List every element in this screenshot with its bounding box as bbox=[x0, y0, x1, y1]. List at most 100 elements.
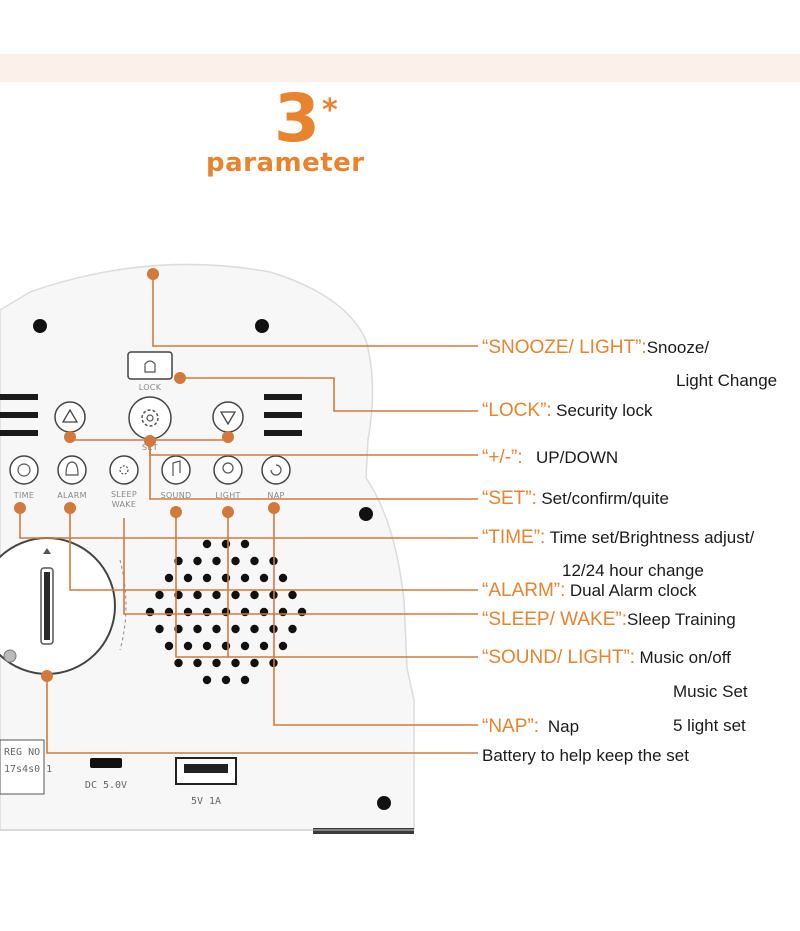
lock-switch: LOCK bbox=[127, 351, 173, 392]
grille-hole bbox=[164, 607, 174, 617]
grille-hole bbox=[174, 658, 183, 668]
sound-button: SOUND bbox=[161, 455, 192, 500]
alarm-label: ALARM bbox=[57, 491, 87, 500]
grille-hole bbox=[288, 624, 297, 634]
grille-hole bbox=[250, 556, 259, 566]
callout-alarm: “ALARM”: Dual Alarm clock bbox=[482, 580, 696, 603]
grille-hole bbox=[288, 590, 297, 600]
time-button: TIME bbox=[9, 455, 39, 500]
grille-hole bbox=[183, 641, 193, 651]
battery-dial bbox=[0, 537, 127, 675]
callout-value: Dual Alarm clock bbox=[569, 581, 697, 600]
grille-hole bbox=[202, 539, 212, 549]
grille-hole bbox=[202, 675, 212, 685]
grille-hole bbox=[240, 641, 250, 651]
grille-hole bbox=[240, 539, 250, 549]
grille-hole bbox=[278, 607, 288, 617]
callout-key: “SNOOZE/ LIGHT”: bbox=[482, 337, 647, 358]
nap-label: NAP bbox=[267, 491, 284, 500]
callout-sleep-wake: “SLEEP/ WAKE”:Sleep Training bbox=[482, 609, 736, 632]
heading-subtitle: parameter bbox=[206, 148, 365, 178]
grille-hole bbox=[183, 607, 193, 617]
callout-value: Security lock bbox=[556, 401, 653, 420]
alarm-button: ALARM bbox=[57, 455, 87, 500]
lock-label: LOCK bbox=[139, 383, 162, 392]
grille-hole bbox=[250, 658, 259, 668]
callout-value: Battery to help keep the set bbox=[482, 746, 689, 765]
heading-number: 3 bbox=[274, 80, 320, 157]
grille-hole bbox=[164, 641, 174, 651]
minus-button bbox=[212, 401, 244, 433]
callout-value: Music on/off bbox=[639, 648, 731, 667]
grille-hole bbox=[155, 590, 164, 600]
continuation-5-light-set: 5 light set bbox=[673, 716, 746, 735]
grille-hole bbox=[240, 675, 250, 685]
grille-hole bbox=[193, 556, 202, 566]
grille-hole bbox=[250, 590, 259, 600]
grille-hole bbox=[155, 624, 164, 634]
reg-line2: 17s4s0 1 bbox=[4, 764, 52, 775]
sleep-wake-button: SLEEP WAKE bbox=[109, 455, 139, 509]
callout-plus-minus: “+/-”: UP/DOWN bbox=[482, 447, 618, 470]
grille-hole bbox=[183, 573, 193, 583]
callout-value: Time set/Brightness adjust/ bbox=[549, 528, 755, 547]
grille-hole bbox=[212, 556, 221, 566]
leader-dots bbox=[14, 268, 280, 682]
top-band bbox=[0, 54, 800, 82]
nap-button: NAP bbox=[261, 455, 291, 500]
grille-hole bbox=[164, 573, 174, 583]
time-label: TIME bbox=[13, 491, 34, 500]
callout-set: “SET”: Set/confirm/quite bbox=[482, 488, 669, 511]
callout-snooze-light: “SNOOZE/ LIGHT”:Snooze/ bbox=[482, 337, 709, 360]
grille-hole bbox=[297, 607, 307, 617]
grille-hole bbox=[259, 607, 269, 617]
grille-hole bbox=[193, 658, 202, 668]
callout-key: “+/-”: bbox=[482, 447, 523, 468]
grille-hole bbox=[278, 641, 288, 651]
callout-key: “SOUND/ LIGHT”: bbox=[482, 647, 636, 668]
grille-hole bbox=[193, 590, 202, 600]
bottom-panel: REG NO 17s4s0 1 DC 5.0V 5V 1A bbox=[0, 739, 237, 807]
grille-hole bbox=[202, 607, 212, 617]
grille-hole bbox=[231, 658, 240, 668]
grille-hole bbox=[202, 641, 212, 651]
snowflake-mark: * bbox=[322, 93, 338, 128]
callout-value: UP/DOWN bbox=[535, 448, 619, 467]
leader-lines bbox=[19, 276, 478, 754]
continuation-light-change: Light Change bbox=[676, 371, 778, 390]
screw-holes bbox=[33, 319, 391, 810]
continuation-12-24: 12/24 hour change bbox=[562, 561, 704, 580]
grille-hole bbox=[231, 590, 240, 600]
callout-key: “LOCK”: bbox=[482, 400, 552, 421]
callout-key: “NAP”: bbox=[482, 716, 539, 737]
grille-hole bbox=[221, 641, 231, 651]
grille-hole bbox=[193, 624, 202, 634]
grille-hole bbox=[212, 624, 221, 634]
light-label: LIGHT bbox=[215, 491, 240, 500]
wake-label: WAKE bbox=[112, 500, 136, 509]
callout-value: Set/confirm/quite bbox=[541, 489, 669, 508]
callout-battery: Battery to help keep the set bbox=[482, 745, 689, 768]
sleep-label: SLEEP bbox=[111, 490, 137, 499]
grille-hole bbox=[231, 624, 240, 634]
grille-hole bbox=[231, 556, 240, 566]
plus-button bbox=[54, 401, 86, 433]
continuation-music-set: Music Set bbox=[673, 682, 748, 701]
dc-port bbox=[90, 758, 122, 768]
callout-value: Sleep Training bbox=[627, 610, 736, 629]
grille-hole bbox=[212, 658, 221, 668]
grille-hole bbox=[259, 641, 269, 651]
callout-value: Nap bbox=[547, 717, 580, 736]
callout-sound-light: “SOUND/ LIGHT”: Music on/off bbox=[482, 647, 731, 670]
grille-hole bbox=[221, 539, 231, 549]
grille-hole bbox=[202, 573, 212, 583]
callout-time: “TIME”: Time set/Brightness adjust/ bbox=[482, 527, 754, 550]
vent-slots bbox=[0, 394, 302, 436]
grille-hole bbox=[221, 607, 231, 617]
grille-hole bbox=[221, 573, 231, 583]
sound-label: SOUND bbox=[161, 491, 192, 500]
callout-value: Snooze/ bbox=[646, 338, 710, 357]
grille-hole bbox=[240, 607, 250, 617]
callout-lock: “LOCK”: Security lock bbox=[482, 400, 653, 423]
